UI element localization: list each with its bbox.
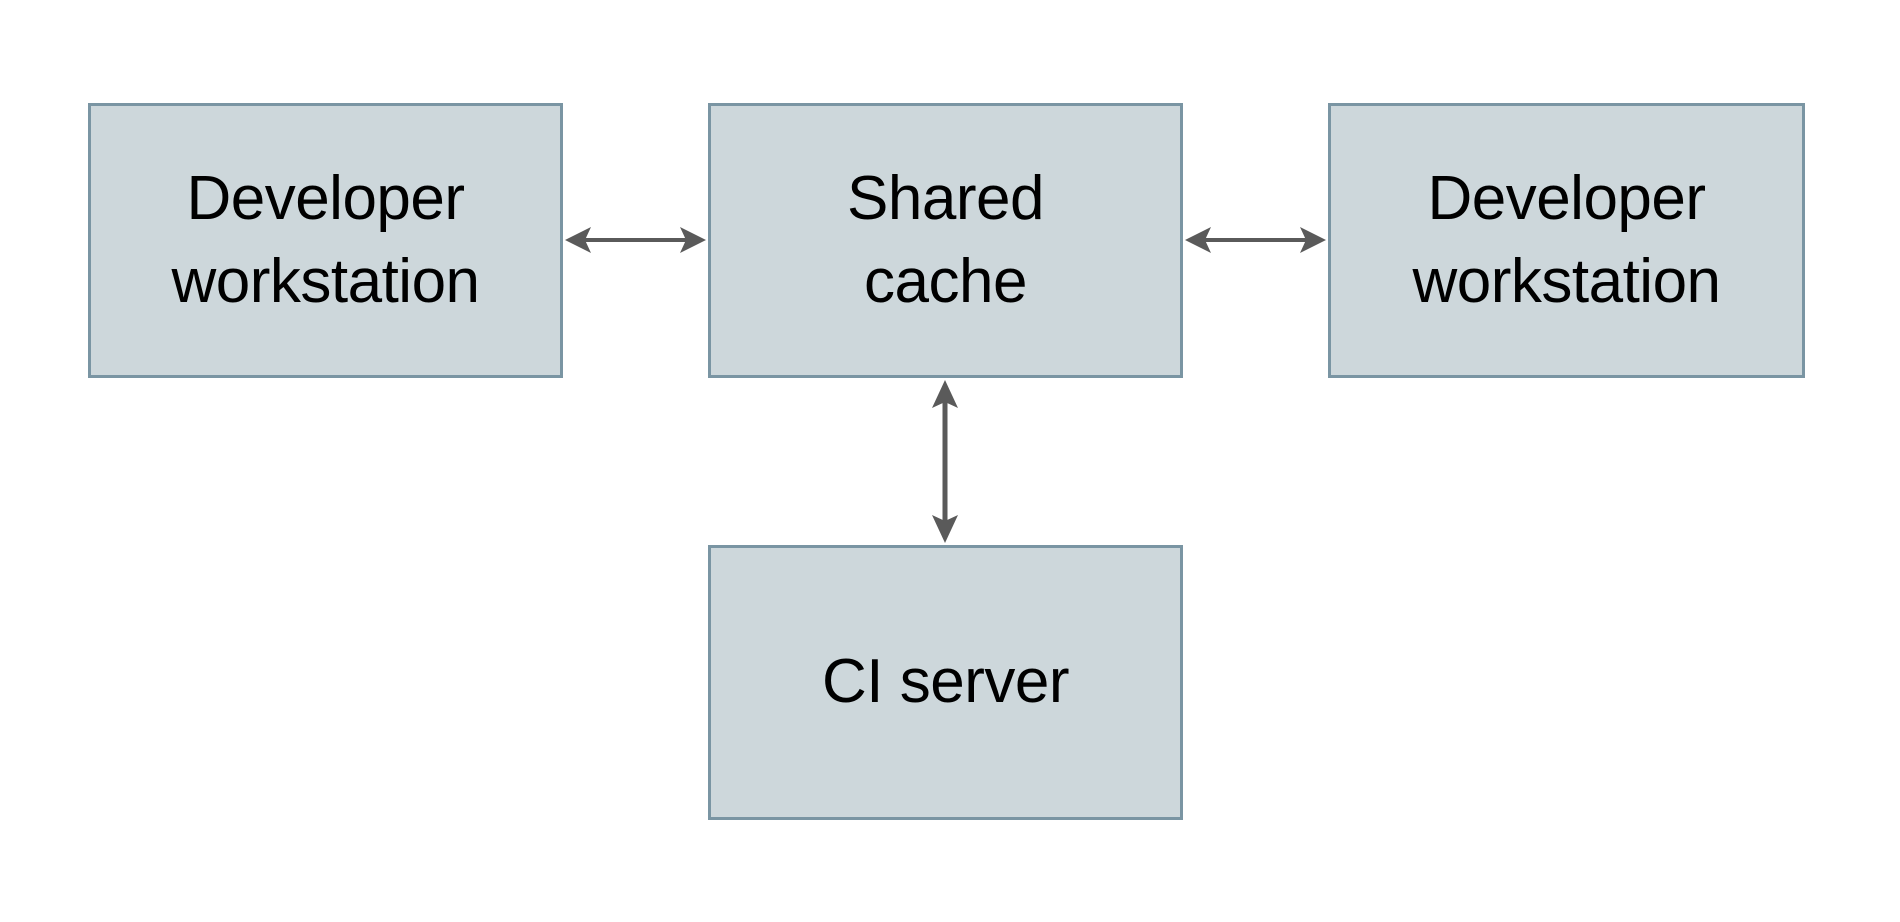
node-ci-server[interactable]: CI server — [708, 545, 1183, 820]
edge-ci-server-to-shared-cache[interactable] — [915, 378, 975, 545]
edge-shared-cache-to-right-workstation[interactable] — [1183, 210, 1328, 270]
node-label-shared-cache: Shared cache — [847, 164, 1044, 316]
edge-left-workstation-to-shared-cache[interactable] — [563, 210, 708, 270]
node-label-ci-server: CI server — [822, 647, 1069, 717]
node-shared-cache[interactable]: Shared cache — [708, 103, 1183, 378]
node-developer-workstation-left[interactable]: Developer workstation — [88, 103, 563, 378]
arrowhead-right — [1300, 227, 1326, 253]
double-arrow-horizontal-icon — [565, 227, 706, 253]
arrowhead-right — [680, 227, 706, 253]
node-label-developer-workstation-right: Developer workstation — [1412, 164, 1721, 316]
arrowhead-up — [932, 380, 958, 408]
double-arrow-horizontal-icon — [1185, 227, 1326, 253]
arrowhead-down — [932, 515, 958, 543]
arrowhead-left — [565, 227, 591, 253]
double-arrow-vertical-icon — [932, 380, 958, 543]
node-developer-workstation-right[interactable]: Developer workstation — [1328, 103, 1805, 378]
arrowhead-left — [1185, 227, 1211, 253]
node-label-developer-workstation-left: Developer workstation — [171, 164, 480, 316]
